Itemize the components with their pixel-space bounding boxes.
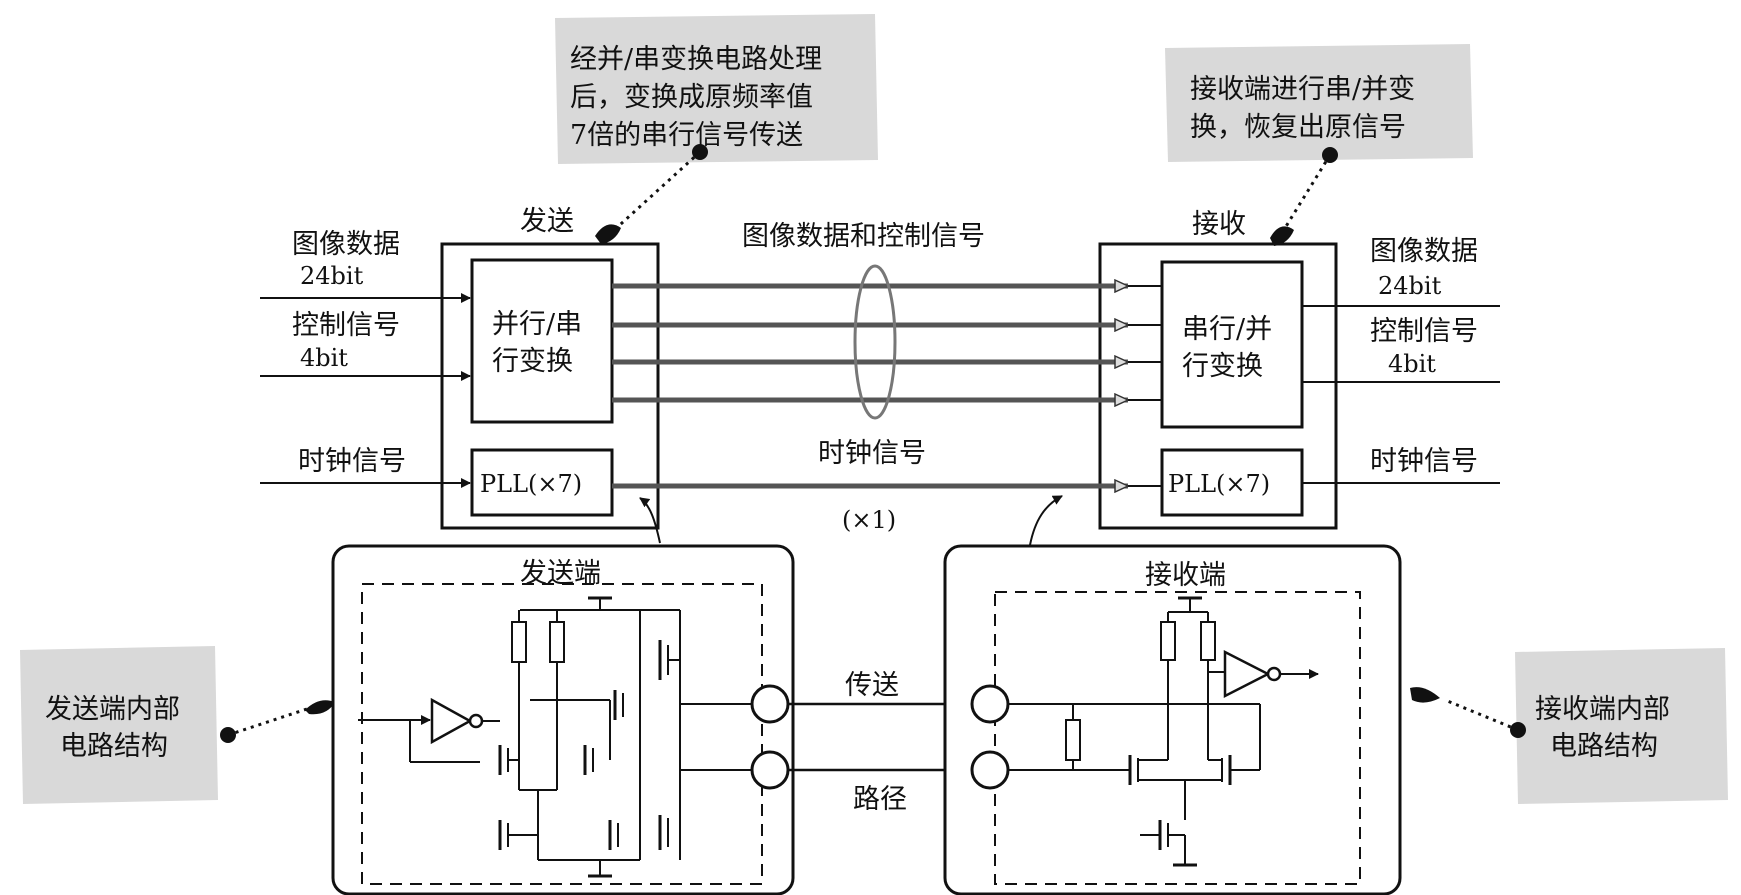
tx-terminal-bottom <box>750 750 790 790</box>
tx-image-data-label: 图像数据 <box>292 229 400 260</box>
tx-pll-box <box>470 448 614 517</box>
serial-link: 图像数据和控制信号 时钟信号 (×1) <box>612 221 1162 534</box>
callout-rx-internal: 接收端内部 电路结构 <box>1410 648 1728 804</box>
tx-control-bits-label: 4bit <box>300 344 348 372</box>
tx-resistor-1 <box>511 621 527 663</box>
rx-title: 接收 <box>1192 209 1246 240</box>
rx-circuit-panel: 接收端 <box>943 495 1402 895</box>
rx-terminal-bottom <box>970 750 1010 790</box>
rx-outer-box <box>1098 242 1338 530</box>
callout-rx-convert: 接收端进行串/并变 换，恢复出原信号 <box>1165 44 1473 246</box>
tx-inverter-icon <box>430 697 473 745</box>
rx-buffer-icon <box>1223 649 1271 699</box>
callout-tx-internal: 发送端内部 电路结构 <box>20 646 335 804</box>
rx-pll-label: PLL(×7) <box>1168 470 1270 498</box>
callout-tx-leader <box>610 150 702 234</box>
rx-converter-line-2: 行变换 <box>1182 351 1263 382</box>
callout-tx-line-1: 经并/串变换电路处理 <box>570 44 822 75</box>
receiver-block: 接收 串行/并 行变换 PLL(×7) 图像数据 24bit 控制信号 4bit… <box>1098 209 1500 530</box>
rx-control-label: 控制信号 <box>1370 316 1478 347</box>
callout-rx-line-2: 换，恢复出原信号 <box>1190 112 1406 143</box>
tx-circuit-title: 发送端 <box>520 558 601 589</box>
tx-converter-line-1: 并行/串 <box>492 309 582 340</box>
rx-deserializer-box <box>1160 260 1304 429</box>
tx-outer-box <box>440 242 660 530</box>
path-label-bottom: 路径 <box>853 784 907 815</box>
tx-title: 发送 <box>520 206 574 237</box>
callout-rxi-line-2: 电路结构 <box>1550 731 1658 762</box>
rx-circuit-dashed <box>994 591 1361 885</box>
tx-circuit-box <box>331 544 795 895</box>
link-clock-label: 时钟信号 <box>818 438 926 469</box>
callout-rxi-leader <box>1444 698 1519 732</box>
tx-resistor-2 <box>549 621 565 663</box>
rx-image-bits-label: 24bit <box>1378 272 1442 300</box>
tx-control-label: 控制信号 <box>292 310 400 341</box>
callout-txi-line-1: 发送端内部 <box>45 694 180 725</box>
transmission-path: 传送 路径 <box>788 670 972 815</box>
tx-terminal-top <box>750 684 790 724</box>
bundle-ellipse <box>853 264 897 420</box>
tx-converter-line-2: 行变换 <box>492 346 573 377</box>
pointing-hand-icon <box>305 700 335 715</box>
pointing-hand-icon <box>1270 226 1294 246</box>
link-data-label: 图像数据和控制信号 <box>742 221 985 252</box>
callout-tx-line-3: 7倍的串行信号传送 <box>570 120 803 151</box>
tx-circuit-panel: 发送端 <box>331 497 795 895</box>
rx-resistor-1 <box>1160 621 1176 661</box>
rx-link-curve <box>1029 495 1063 546</box>
tx-clock-label: 时钟信号 <box>298 446 406 477</box>
callout-rx-leader <box>1283 154 1332 229</box>
callout-rxi-line-1: 接收端内部 <box>1535 694 1670 725</box>
pointing-hand-icon <box>595 224 621 244</box>
callout-rx-line-1: 接收端进行串/并变 <box>1190 74 1415 105</box>
transmitter-block: 发送 并行/串 行变换 PLL(×7) 图像数据 24bit 控制信号 4bit… <box>260 206 660 530</box>
rx-resistor-2 <box>1200 621 1216 661</box>
rx-control-bits-label: 4bit <box>1388 350 1436 378</box>
rx-terminal-top <box>970 684 1010 724</box>
callout-txi-line-2: 电路结构 <box>60 731 168 762</box>
callout-tx-convert: 经并/串变换电路处理 后，变换成原频率值 7倍的串行信号传送 <box>555 14 878 244</box>
rx-image-data-label: 图像数据 <box>1370 236 1478 267</box>
tx-pll-label: PLL(×7) <box>480 470 582 498</box>
rx-clock-label: 时钟信号 <box>1370 446 1478 477</box>
pointing-hand-icon <box>1410 687 1440 703</box>
path-label-top: 传送 <box>845 670 899 701</box>
tx-link-curve <box>639 497 661 544</box>
rx-circuit-title: 接收端 <box>1145 560 1226 591</box>
tx-serializer-box <box>470 258 614 424</box>
rx-termination-resistor <box>1065 719 1081 761</box>
tx-image-bits-label: 24bit <box>300 262 364 290</box>
rx-pll-box <box>1160 448 1304 517</box>
callout-tx-line-2: 后，变换成原频率值 <box>570 82 813 113</box>
rx-converter-line-1: 串行/并 <box>1182 314 1272 345</box>
callout-txi-leader <box>227 706 311 737</box>
tx-circuit-dashed <box>361 583 763 885</box>
link-clock-mult: (×1) <box>842 506 896 534</box>
rx-circuit-box <box>943 544 1402 895</box>
